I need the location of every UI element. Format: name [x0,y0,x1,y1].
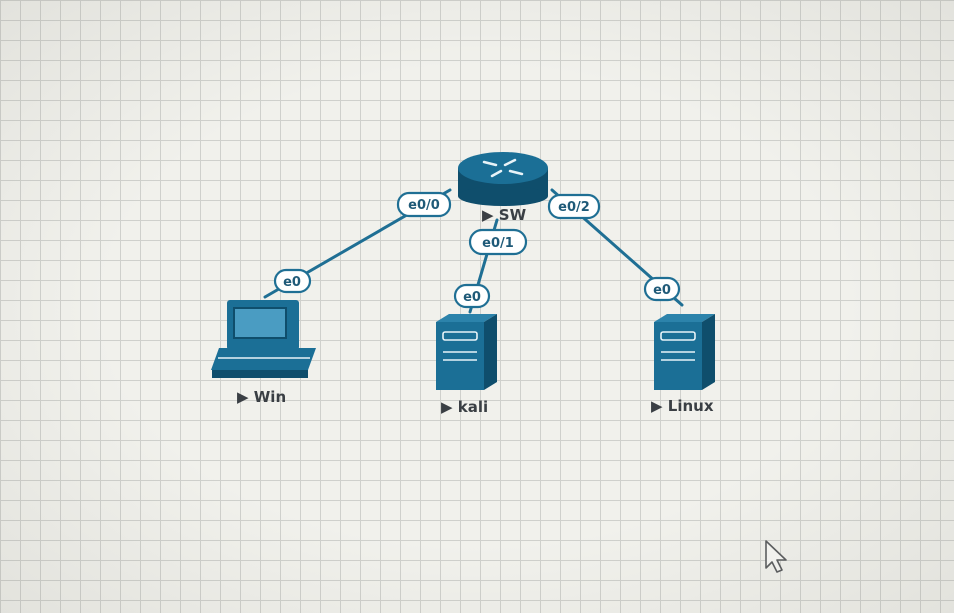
mouse-pointer-icon [765,540,787,573]
node-sw[interactable]: ▶ SW [458,152,548,224]
node-sw-label: ▶ SW [482,206,527,224]
server-icon [654,314,715,390]
node-linux-label: ▶ Linux [651,397,714,415]
node-kali[interactable]: ▶ kali [436,314,497,416]
desktop-computer-icon [211,300,316,378]
node-kali-label: ▶ kali [441,398,488,416]
svg-text:e0: e0 [283,275,301,290]
node-win-label: ▶ Win [237,388,286,406]
svg-text:e0/0: e0/0 [408,198,440,213]
port-label-kali-e0[interactable]: e0 [453,283,491,309]
svg-text:e0/1: e0/1 [482,236,514,251]
svg-text:e0: e0 [653,283,671,298]
port-label-sw-e0-2[interactable]: e0/2 [547,193,601,220]
port-label-sw-e0-0[interactable]: e0/0 [396,191,452,218]
node-win[interactable]: ▶ Win [211,300,316,406]
port-label-sw-e0-1[interactable]: e0/1 [468,228,528,256]
svg-text:e0/2: e0/2 [558,200,590,215]
node-linux[interactable]: ▶ Linux [651,314,715,415]
port-label-linux-e0[interactable]: e0 [643,276,681,302]
server-icon [436,314,497,390]
port-label-win-e0[interactable]: e0 [273,268,312,294]
switch-icon [458,152,548,206]
svg-text:e0: e0 [463,290,481,305]
